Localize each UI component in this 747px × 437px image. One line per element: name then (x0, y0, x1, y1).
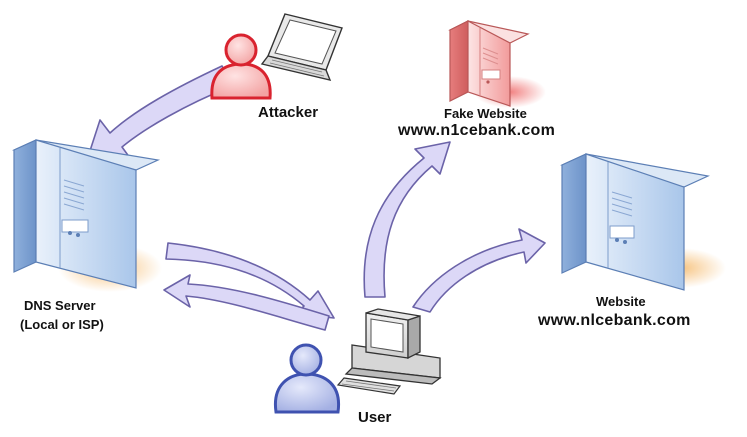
user-person-icon (273, 343, 341, 414)
website-server-icon (560, 153, 726, 291)
arrow-user-to-fake-website (363, 141, 451, 298)
attacker-label: Attacker (258, 104, 319, 121)
arrow-user-to-real-website (412, 228, 546, 313)
website-title: Website (596, 294, 646, 309)
dns-server-title: DNS Server (24, 298, 96, 313)
dns-server-icon (11, 139, 162, 292)
fake-website-server-icon (448, 20, 546, 108)
fake-website-title: Fake Website (444, 106, 527, 121)
dns-server-subtitle: (Local or ISP) (20, 317, 104, 332)
attacker-person-icon (210, 33, 272, 100)
arrow-user-to-dns (163, 274, 330, 331)
arrow-attacker-to-dns (86, 65, 233, 161)
attacker-laptop-icon (260, 13, 343, 81)
user-label: User (358, 409, 392, 426)
website-url: www.nlcebank.com (538, 312, 691, 329)
fake-website-url: www.n1cebank.com (398, 122, 556, 139)
user-computer-icon (336, 308, 442, 395)
